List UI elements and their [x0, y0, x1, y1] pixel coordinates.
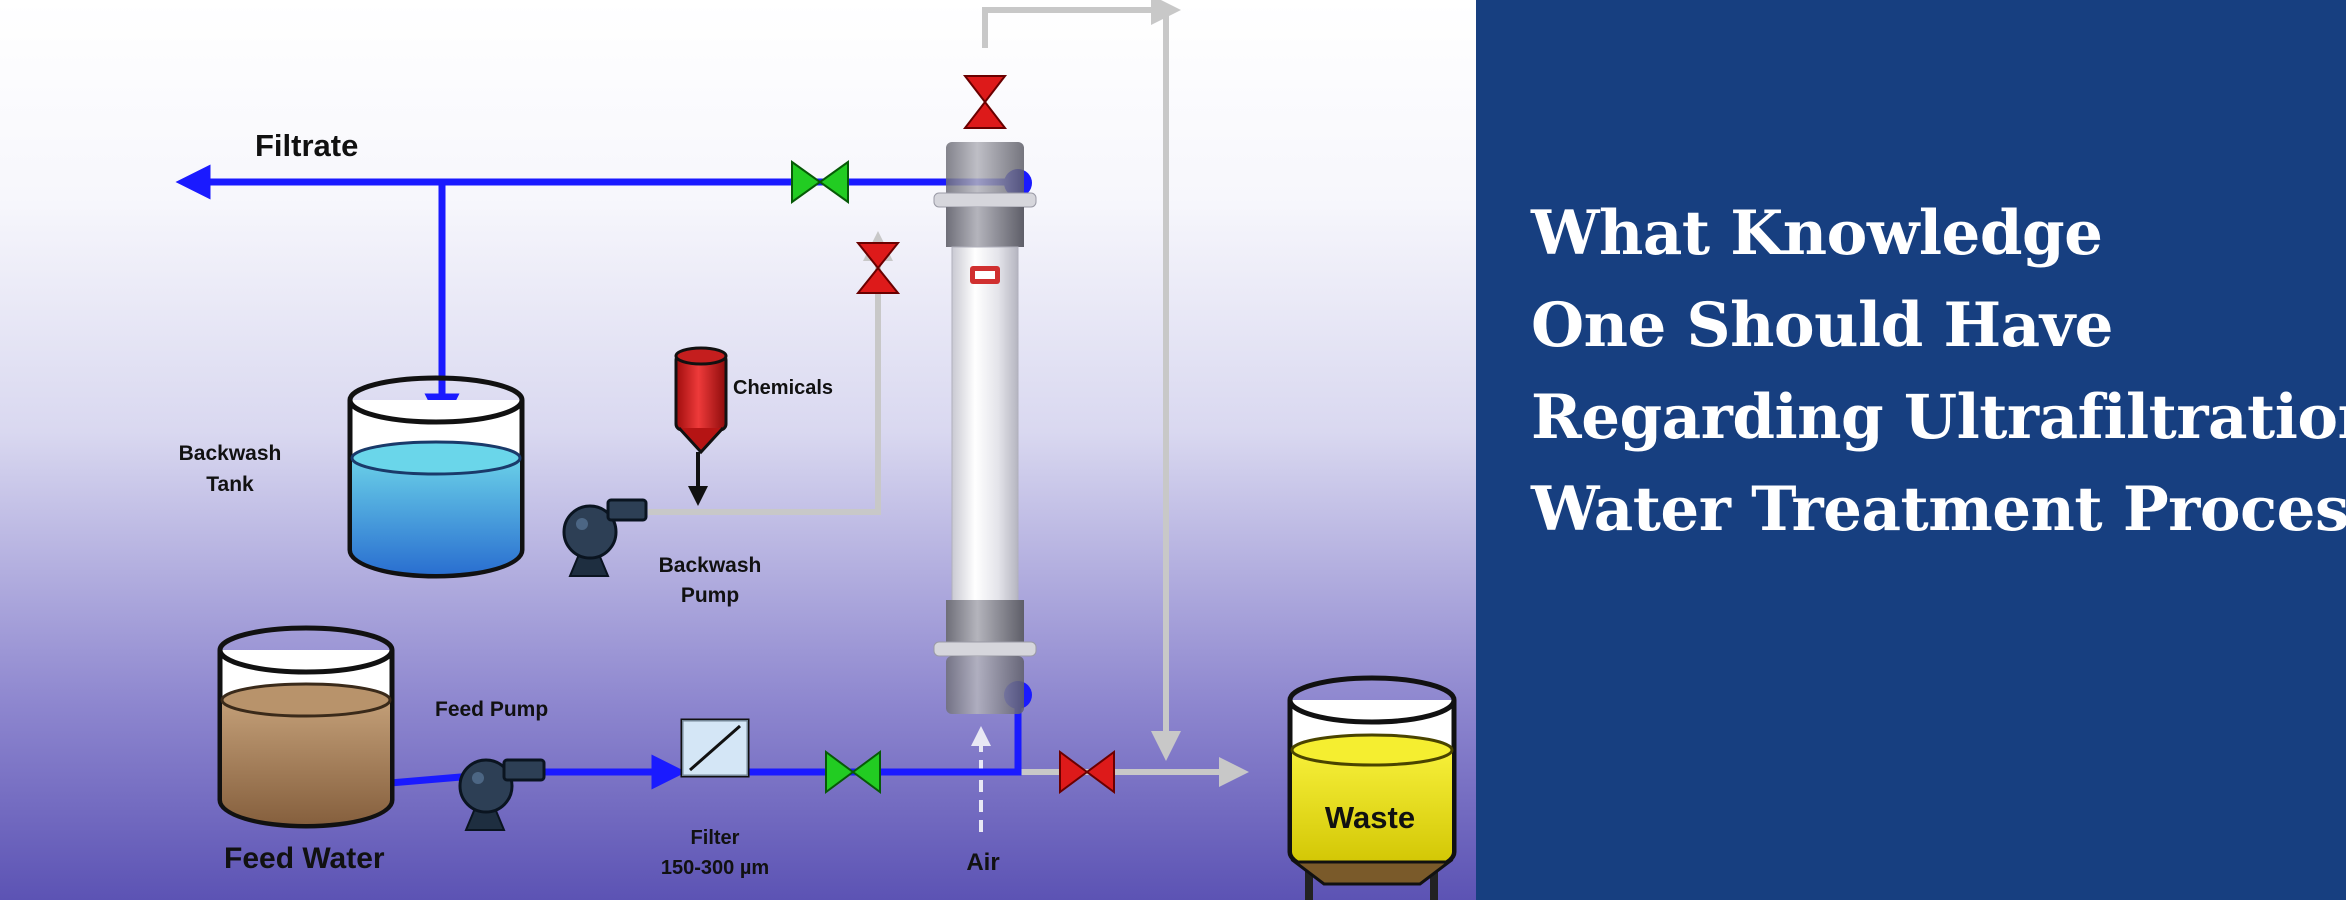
backwash-pump-label-line2: Pump [681, 584, 739, 607]
headline-line-4: Water Treatment Process? [1531, 474, 2346, 545]
grey-return-lines [648, 0, 1249, 832]
chemicals-tank-icon [674, 346, 728, 506]
backwash-pump-icon [562, 498, 648, 577]
chemicals-label: Chemicals [733, 377, 833, 399]
filter-icon [680, 718, 750, 778]
valve-backwash-closed-icon [855, 242, 901, 294]
backwash-tank-label-line2: Tank [206, 473, 254, 496]
membrane-module-icon [933, 142, 1037, 714]
filter-label-line2: 150-300 µm [661, 857, 769, 879]
valve-filtrate-open-icon [791, 160, 849, 204]
backwash-tank-label-line1: Backwash [179, 442, 282, 465]
backwash-tank-icon [347, 375, 525, 579]
headline: What Knowledge One Should Have Regarding… [1531, 188, 2346, 556]
feed-water-label: Feed Water [224, 842, 385, 875]
feed-pump-icon [458, 758, 546, 831]
feed-pump-label: Feed Pump [435, 698, 548, 721]
waste-tank-icon [1287, 675, 1457, 900]
process-diagram: Filtrate Chemicals Backwash Tank Backwas… [0, 0, 1476, 900]
headline-line-2: One Should Have [1531, 290, 2113, 361]
waste-label: Waste [1325, 800, 1415, 835]
title-panel: What Knowledge One Should Have Regarding… [1476, 0, 2346, 900]
backwash-pump-label-line1: Backwash [659, 554, 762, 577]
valve-drain-closed-icon [1059, 750, 1115, 794]
feed-water-tank-icon [217, 625, 395, 829]
backwash-supply-line [648, 231, 893, 515]
filtrate-label: Filtrate [255, 128, 358, 163]
process-diagram-svg: Filtrate Chemicals Backwash Tank Backwas… [175, 0, 1457, 900]
valve-top-closed-icon [962, 75, 1008, 129]
concentrate-line-top [982, 0, 1181, 48]
headline-line-3: Regarding Ultrafiltration [1531, 382, 2346, 453]
headline-line-1: What Knowledge [1531, 198, 2103, 269]
filter-label-line1: Filter [691, 827, 740, 849]
air-label: Air [966, 849, 999, 876]
valve-feed-open-icon [825, 750, 881, 794]
